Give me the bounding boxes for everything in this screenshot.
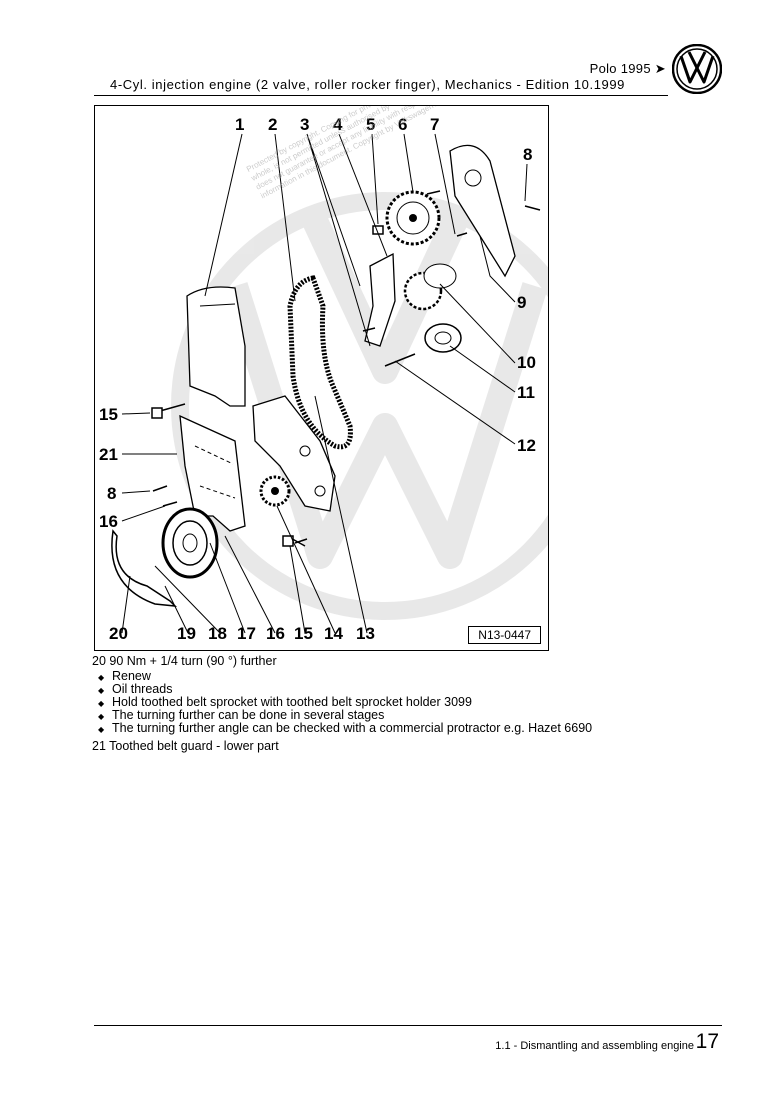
exploded-view-figure: 1 2 3 4 5 6 7 8 9 10 11 12 15 21 8 16 20… xyxy=(94,105,549,651)
callout-13: 13 xyxy=(356,624,375,643)
callout-1: 1 xyxy=(235,115,245,134)
callout-3: 3 xyxy=(300,115,310,134)
page-number: 17 xyxy=(695,1030,719,1053)
callout-11: 11 xyxy=(517,383,535,402)
callout-4: 4 xyxy=(333,115,343,134)
callout-10: 10 xyxy=(517,353,536,372)
callout-6: 6 xyxy=(398,115,408,134)
item-20-bullet-3: Hold toothed belt sprocket with toothed … xyxy=(98,696,472,711)
item-20-title: 20 90 Nm + 1/4 turn (90 °) further xyxy=(92,654,277,668)
callout-15-bottom: 15 xyxy=(294,624,313,643)
callout-17: 17 xyxy=(237,624,256,643)
callout-19: 19 xyxy=(177,624,196,643)
item-20-bullet-1: Renew xyxy=(98,670,151,685)
item-20-bullet-2: Oil threads xyxy=(98,683,173,698)
callout-9: 9 xyxy=(517,293,527,312)
callout-8-left: 8 xyxy=(107,484,117,503)
header-divider xyxy=(94,95,668,96)
figure-reference: N13-0447 xyxy=(468,626,541,644)
callout-21: 21 xyxy=(99,445,118,464)
footer-divider xyxy=(94,1025,722,1026)
item-20-bullet-4: The turning further can be done in sever… xyxy=(98,709,384,724)
callout-8-right: 8 xyxy=(523,145,533,164)
item-21-title: 21 Toothed belt guard - lower part xyxy=(92,739,279,753)
callout-16-bottom: 16 xyxy=(266,624,285,643)
callout-18: 18 xyxy=(208,624,227,643)
callout-7: 7 xyxy=(430,115,440,134)
callout-5: 5 xyxy=(366,115,376,134)
callout-16-left: 16 xyxy=(99,512,118,531)
item-20-bullet-5: The turning further angle can be checked… xyxy=(98,722,592,737)
callout-15-left: 15 xyxy=(99,405,118,424)
footer-section: 1.1 - Dismantling and assembling engine xyxy=(495,1040,694,1052)
toothed-belt-drawing xyxy=(111,133,548,634)
callout-14: 14 xyxy=(324,624,343,643)
arrow-right-icon: ➤ xyxy=(654,61,666,76)
callout-20: 20 xyxy=(109,624,128,643)
callout-12: 12 xyxy=(517,436,536,455)
vw-logo-icon xyxy=(672,44,722,94)
model-label: Polo 1995 ➤ xyxy=(589,61,666,76)
callout-2: 2 xyxy=(268,115,278,134)
page-title: 4-Cyl. injection engine (2 valve, roller… xyxy=(110,77,626,92)
